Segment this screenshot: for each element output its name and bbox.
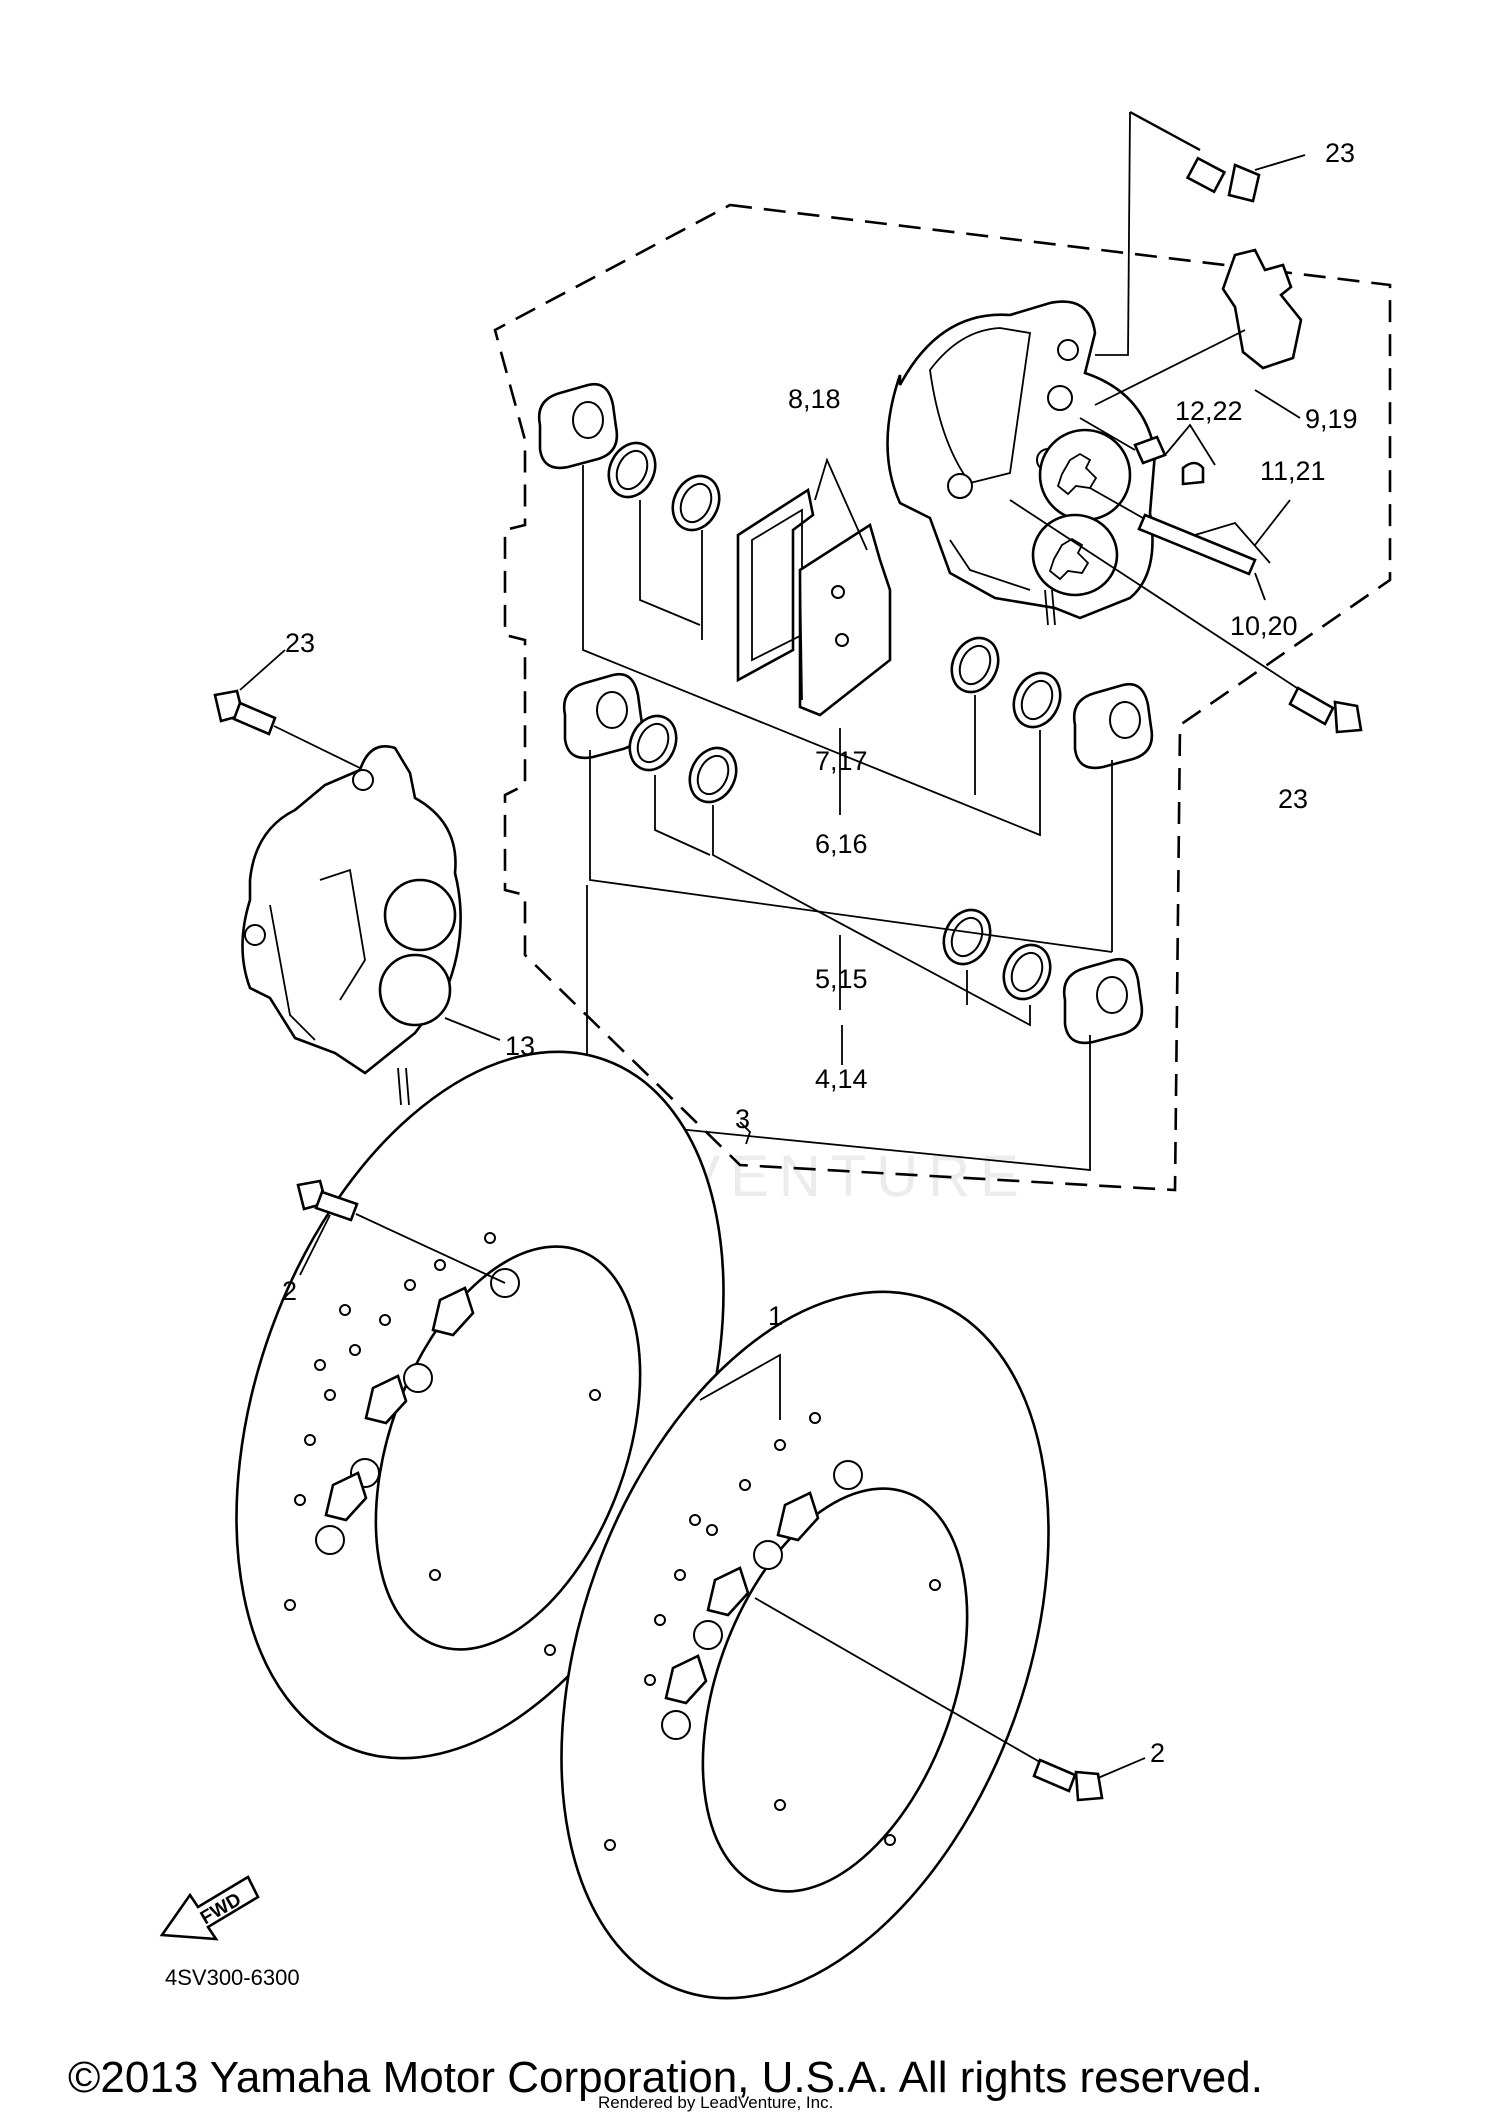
front-caliper-left (241, 745, 501, 1106)
seal-right-upper-1 (950, 636, 1000, 694)
copyright-notice: ©2013 Yamaha Motor Corporation, U.S.A. A… (68, 2053, 1263, 2102)
callout-2-right: 2 (1150, 1738, 1165, 1768)
rendered-by-note: Rendered by LeadVenture, Inc. (598, 2093, 833, 2112)
piston-lower-right (1062, 957, 1144, 1045)
brake-pad-rear (798, 522, 892, 717)
leader-8-18 (814, 457, 868, 551)
seal-middle-2 (688, 746, 738, 804)
callout-9-19: 9,19 (1305, 404, 1358, 434)
seal-lower-right-2 (1002, 943, 1052, 1001)
caliper-bolt-left (213, 649, 361, 769)
seal-lower-right-1 (942, 908, 992, 966)
callout-1: 1 (768, 1301, 783, 1331)
callout-7-17: 7,17 (815, 746, 868, 776)
callout-5-15: 5,15 (815, 964, 868, 994)
callout-10-20: 10,20 (1230, 611, 1298, 641)
diagram-code: 4SV300-6300 (165, 1965, 300, 1990)
callout-12-22: 12,22 (1175, 396, 1243, 426)
piston-upper-left (537, 382, 619, 470)
leader-1 (699, 1353, 781, 1420)
disc-bolt-right (754, 1597, 1146, 1802)
seal-upper-2 (671, 474, 721, 532)
leader-10-20 (1254, 572, 1266, 601)
forward-direction-arrow: FWD (159, 1875, 260, 1941)
piston-middle-left (562, 672, 644, 760)
callout-23-left: 23 (285, 628, 315, 658)
callout-6-16: 6,16 (815, 829, 868, 859)
callout-23-top: 23 (1325, 138, 1355, 168)
callout-4-14: 4,14 (815, 1064, 868, 1094)
callout-11-21: 11,21 (1260, 456, 1326, 486)
brake-disc-right (560, 1290, 1050, 2000)
assembly-boundary (493, 203, 1392, 1192)
seal-middle-1 (628, 714, 678, 772)
callout-2-left: 2 (282, 1276, 297, 1306)
callout-8-18: 8,18 (788, 384, 841, 414)
seal-upper-1 (607, 441, 657, 499)
seal-right-upper-2 (1012, 671, 1062, 729)
callout-23-right: 23 (1278, 784, 1308, 814)
callout-3: 3 (735, 1104, 750, 1134)
pad-pin (1089, 487, 1291, 576)
disc-bolt-left (296, 1179, 506, 1284)
front-caliper-right (886, 300, 1157, 626)
leader-9-19 (1254, 389, 1301, 419)
bleed-screw (1079, 417, 1216, 486)
pad-spring (1221, 248, 1303, 370)
leader-bolt-to-caliper (1095, 111, 1131, 356)
caliper-bolt-top (1129, 110, 1306, 203)
leader-caliper-spring (1094, 329, 1246, 406)
leader-brackets (582, 465, 1113, 1171)
caliper-bolt-right (1009, 499, 1363, 734)
piston-right-upper (1072, 682, 1154, 770)
